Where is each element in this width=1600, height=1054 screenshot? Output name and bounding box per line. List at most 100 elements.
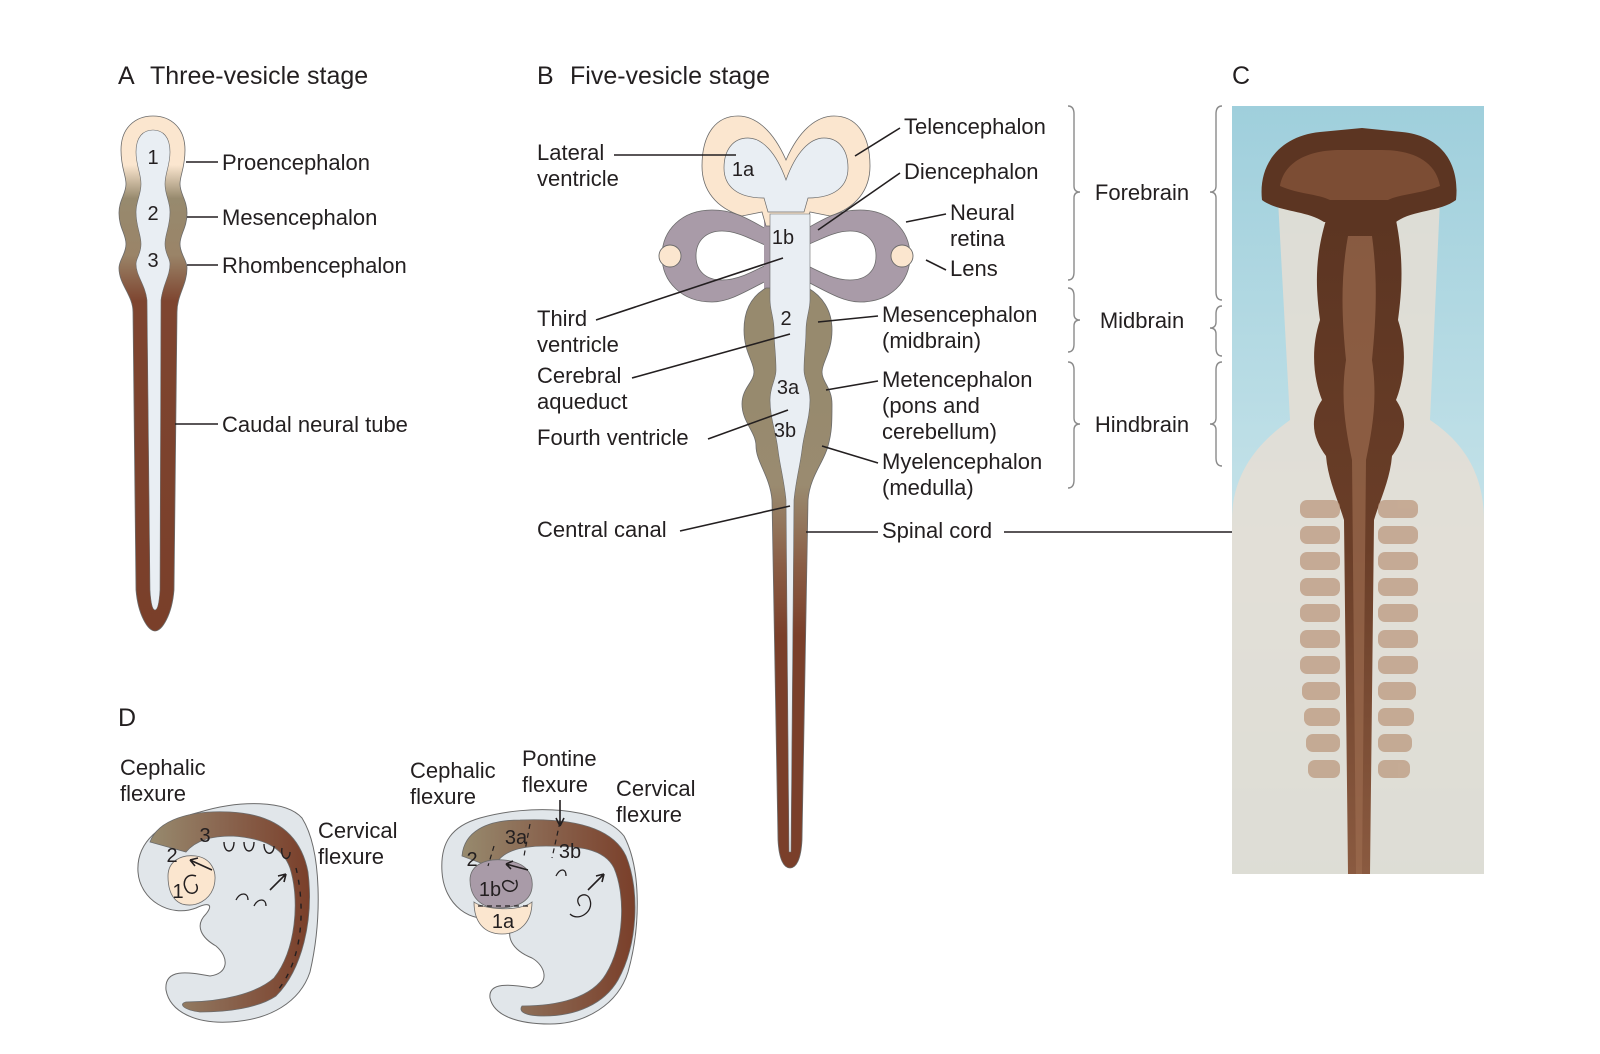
panel-b: B Five-vesicle stage 1a 1b 2 3a 3b Later… [537, 62, 1340, 869]
label-myelencephalon-2: (medulla) [882, 475, 974, 500]
panel-a-letter: A [118, 62, 135, 90]
label-central-canal: Central canal [537, 517, 667, 542]
label-metencephalon-3: cerebellum) [882, 419, 997, 444]
panel-c-letter: C [1232, 62, 1250, 90]
embryo-right-number-1b: 1b [479, 879, 501, 901]
lateral-ventricles [723, 137, 849, 213]
embryo-left-spinal-dashes [277, 867, 302, 991]
vesicle-number-1a: 1a [732, 159, 755, 181]
brace-forebrain-right [1209, 105, 1223, 301]
embryo-left-optic [183, 874, 199, 895]
embryo-brain-lumen [1342, 236, 1376, 874]
panel-a-title: Three-vesicle stage [150, 62, 368, 90]
embryo-right-number-3b: 3b [559, 841, 581, 863]
vesicle-number-3: 3 [147, 250, 158, 272]
embryo-left-cervical-arrow [269, 873, 287, 891]
label-third-ventricle-2: ventricle [537, 332, 619, 357]
label-d-right-cervical-2: flexure [616, 802, 682, 827]
label-midbrain: Midbrain [1100, 308, 1184, 333]
panel-b-title: Five-vesicle stage [570, 62, 770, 90]
label-d-right-cephalic-1: Cephalic [410, 758, 496, 783]
leader-telencephalon [854, 127, 901, 157]
embryo-right-telencephalon [473, 901, 533, 935]
panel-d-letter: D [118, 704, 136, 732]
label-hindbrain: Hindbrain [1095, 412, 1189, 437]
embryo-left-number-1: 1 [172, 881, 183, 903]
label-d-left-cervical-2: flexure [318, 844, 384, 869]
brace-hindbrain-left [1067, 361, 1081, 489]
label-cerebral-aqueduct-1: Cerebral [537, 363, 621, 388]
leader-neural-retina [905, 213, 947, 223]
embryo-right-cervical-arrow [587, 873, 605, 891]
vesicle-number-3a: 3a [777, 377, 800, 399]
label-d-right-cervical-1: Cervical [616, 776, 695, 801]
label-rhombencephalon: Rhombencephalon [222, 253, 407, 278]
label-lens: Lens [950, 256, 998, 281]
embryo-right-diencephalon [469, 859, 533, 909]
label-d-left-cephalic-2: flexure [120, 781, 186, 806]
embryo-left-brain [149, 811, 310, 1013]
embryo-somites [1300, 500, 1418, 778]
label-cerebral-aqueduct-2: aqueduct [537, 389, 628, 414]
label-d-right-pontine-1: Pontine [522, 746, 597, 771]
leader-third-ventricle [595, 257, 784, 321]
vesicle-number-3b: 3b [774, 420, 796, 442]
three-vesicle-lumen [135, 129, 171, 611]
label-myelencephalon-1: Myelencephalon [882, 449, 1042, 474]
embryo-left-cephalic-arrow [189, 857, 213, 871]
label-mesencephalon: Mesencephalon [222, 205, 377, 230]
label-diencephalon: Diencephalon [904, 159, 1039, 184]
leader-central-canal [679, 505, 791, 532]
brace-forebrain-left [1067, 105, 1081, 281]
vesicle-number-2b: 2 [780, 308, 791, 330]
panel-d: D 2 3 1 Cephalic flexure Cervical flexur… [118, 704, 695, 1025]
right-lens [890, 244, 914, 268]
panel-c: C [1232, 62, 1484, 874]
label-mesencephalon-b-1: Mesencephalon [882, 302, 1037, 327]
label-forebrain: Forebrain [1095, 180, 1189, 205]
embryo-right-number-2: 2 [466, 849, 477, 871]
label-spinal-cord: Spinal cord [882, 518, 992, 543]
label-neural-retina-1: Neural [950, 200, 1015, 225]
label-proencephalon: Proencephalon [222, 150, 370, 175]
embryo-right-optic [502, 879, 518, 892]
brace-hindbrain-right [1209, 361, 1223, 467]
leader-myelencephalon [821, 445, 879, 464]
left-lens [658, 244, 682, 268]
embryo-left-number-3: 3 [199, 825, 210, 847]
panel-a: A Three-vesicle stage 1 2 3 Proencephalo… [118, 62, 408, 632]
vesicle-number-1: 1 [147, 147, 158, 169]
leader-cerebral-aqueduct [631, 333, 791, 379]
label-lateral-ventricle-2: ventricle [537, 166, 619, 191]
embryo-right-arches [555, 869, 592, 918]
label-metencephalon-1: Metencephalon [882, 367, 1032, 392]
embryo-right-cephalic-arrow [505, 860, 529, 871]
label-d-right-pontine-2: flexure [522, 772, 588, 797]
label-telencephalon: Telencephalon [904, 114, 1046, 139]
label-fourth-ventricle: Fourth ventricle [537, 425, 689, 450]
embryo-right-pontine-arrow [555, 800, 565, 827]
label-caudal-neural-tube: Caudal neural tube [222, 412, 408, 437]
brace-midbrain-right [1209, 305, 1223, 357]
label-d-left-cephalic-1: Cephalic [120, 755, 206, 780]
leader-mesencephalon-b [817, 315, 879, 323]
embryo-right-number-3a: 3a [505, 827, 528, 849]
leader-fourth-ventricle [707, 409, 789, 440]
label-d-left-cervical-1: Cervical [318, 818, 397, 843]
embryo-left-rhombomeres [223, 841, 291, 859]
label-lateral-ventricle-1: Lateral [537, 140, 604, 165]
vesicle-number-1b: 1b [772, 227, 794, 249]
label-metencephalon-2: (pons and [882, 393, 980, 418]
vesicle-number-2: 2 [147, 203, 158, 225]
embryo-right-number-1a: 1a [492, 911, 515, 933]
panel-b-letter: B [537, 62, 554, 90]
label-d-right-cephalic-2: flexure [410, 784, 476, 809]
embryo-left-number-2: 2 [166, 845, 177, 867]
leader-diencephalon [817, 172, 901, 231]
leader-metencephalon [825, 380, 879, 391]
label-neural-retina-2: retina [950, 226, 1006, 251]
embryo-right-brain [461, 819, 636, 1017]
embryo-head-highlight [1280, 150, 1440, 200]
embryo-left-arches [235, 893, 267, 907]
